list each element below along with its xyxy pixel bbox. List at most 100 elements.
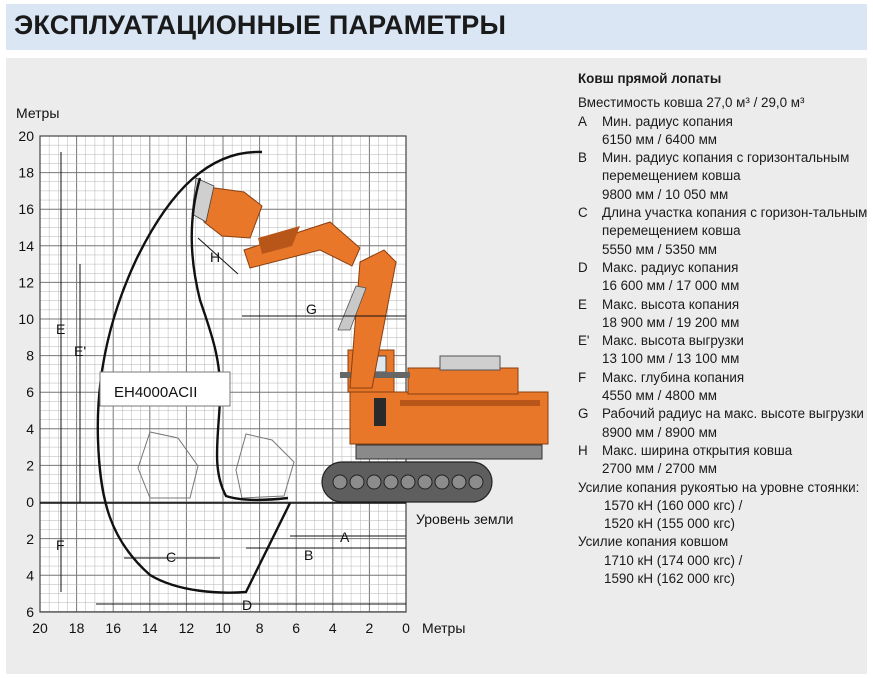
crowd-force-label: Усилие копания рукоятью на уровне стоянк…	[578, 479, 860, 495]
bucket-positions	[137, 431, 295, 499]
dim-F-label: F	[56, 537, 65, 553]
track-roller	[400, 474, 416, 490]
dim-G-label: G	[306, 301, 317, 317]
arm	[243, 221, 361, 269]
spec-label: Мин. радиус копания	[602, 113, 733, 129]
spec-key: E'	[578, 333, 590, 349]
spec-value: 5550 мм / 5350 мм	[602, 241, 718, 257]
page-header: ЭКСПЛУАТАЦИОННЫЕ ПАРАМЕТРЫ	[6, 4, 867, 50]
arm-cylinder	[258, 226, 300, 254]
tick-label: 2	[26, 457, 34, 473]
spec-key: H	[578, 442, 588, 458]
dim-E-label: E	[56, 321, 65, 337]
spec-key: A	[578, 113, 587, 129]
dimension-lines	[60, 152, 406, 605]
boom-cylinder	[337, 285, 367, 331]
tick-label: 10	[18, 311, 34, 327]
spec-body: Макс. радиус копания 16 600 мм / 17 000 м…	[602, 259, 868, 296]
tick-label: 4	[26, 421, 34, 437]
page-title: ЭКСПЛУАТАЦИОННЫЕ ПАРАМЕТРЫ	[14, 10, 507, 40]
spec-label: Длина участка копания с горизон-тальным …	[602, 205, 868, 239]
tick-label: 2	[366, 620, 374, 636]
spec-key: F	[578, 369, 587, 385]
tick-label: 6	[292, 620, 300, 636]
tick-label: 6	[26, 604, 34, 620]
spec-label: Макс. радиус копания	[602, 259, 739, 275]
spec-value: 16 600 мм / 17 000 мм	[602, 278, 740, 294]
specs-title: Ковш прямой лопаты	[578, 71, 722, 86]
tick-label: 2	[26, 531, 34, 547]
spec-label: Макс. ширина открытия ковша	[602, 442, 793, 458]
spec-value: 18 900 мм / 19 200 мм	[602, 314, 740, 330]
spec-item: B Мин. радиус копания с горизонтальным пе…	[578, 149, 868, 204]
tick-label: 4	[329, 620, 337, 636]
track-roller	[383, 474, 399, 490]
spec-label: Мин. радиус копания с горизонтальным пер…	[602, 150, 850, 184]
excavator	[191, 177, 549, 503]
spec-body: Мин. радиус копания 6150 мм / 6400 мм	[602, 113, 868, 150]
spec-body: Макс. ширина открытия ковша 2700 мм / 270…	[602, 442, 868, 479]
tick-label: 16	[18, 201, 34, 217]
spec-body: Мин. радиус копания с горизонтальным пер…	[602, 149, 868, 204]
track-roller	[434, 474, 450, 490]
bucket-force-label: Усилие копания ковшом	[578, 534, 729, 550]
dim-D-label: D	[242, 597, 252, 613]
tick-label: 0	[402, 620, 410, 636]
spec-list: A Мин. радиус копания 6150 мм / 6400 мм B Ми…	[578, 113, 868, 479]
spec-body: Макс. высота копания 18 900 мм / 19 200 м…	[602, 296, 868, 333]
tick-label: 14	[18, 238, 34, 254]
track-roller	[417, 474, 433, 490]
tick-label: 8	[26, 348, 34, 364]
bucket-outline-1	[137, 431, 199, 499]
spec-body: Длина участка копания с горизон-тальным …	[602, 204, 868, 259]
spec-value: 6150 мм / 6400 мм	[602, 131, 718, 147]
spec-key: B	[578, 150, 587, 166]
tick-label: 8	[256, 620, 264, 636]
carbody	[355, 444, 543, 460]
spec-label: Макс. глубина копания	[602, 369, 745, 385]
dim-C-label: C	[166, 549, 176, 565]
tick-label: 18	[18, 165, 34, 181]
tick-label: 18	[69, 620, 85, 636]
tick-label: 16	[105, 620, 121, 636]
crowd-force-value-2: 1520 кН (155 000 кгс)	[604, 516, 735, 532]
track-roller	[366, 474, 382, 490]
boom	[349, 249, 397, 389]
specs-panel: Ковш прямой лопаты Вместимость ковша 27,…	[578, 70, 868, 588]
spec-key: G	[578, 406, 589, 422]
digging-envelope	[96, 150, 292, 594]
spec-value: 9800 мм / 10 050 мм	[602, 186, 729, 202]
tick-label: 14	[142, 620, 158, 636]
model-box	[99, 371, 231, 407]
spec-item: F Макс. глубина копания 4550 мм / 4800 мм	[578, 369, 868, 406]
dim-A-label: A	[340, 529, 350, 545]
tick-label: 6	[26, 384, 34, 400]
radiator-top	[439, 355, 501, 371]
spec-body: Макс. глубина копания 4550 мм / 4800 мм	[602, 369, 868, 406]
crowd-force-value-1: 1570 кН (160 000 кгс) /	[604, 497, 743, 513]
tick-label: 20	[18, 128, 34, 144]
bucket	[199, 185, 263, 239]
spec-item: E Макс. высота копания 18 900 мм / 19 200 …	[578, 296, 868, 333]
track-roller	[451, 474, 467, 490]
model-label: EH4000ACII	[114, 384, 197, 401]
bucket-force-value-2: 1590 кН (162 000 кгс)	[604, 571, 735, 587]
spec-value: 2700 мм / 2700 мм	[602, 461, 718, 477]
y-axis-title: Метры	[16, 105, 59, 121]
bucket-outline-2	[235, 433, 295, 499]
track-roller	[332, 474, 348, 490]
machinery-house	[407, 367, 519, 395]
dimension-labels: E E' F C A B D G H	[56, 249, 350, 613]
tick-label: 12	[18, 274, 34, 290]
spec-key: E	[578, 296, 587, 312]
spec-value: 4550 мм / 4800 мм	[602, 388, 718, 404]
spec-label: Макс. высота копания	[602, 296, 740, 312]
tick-label: 0	[26, 494, 34, 510]
spec-label: Макс. высота выгрузки	[602, 333, 744, 349]
